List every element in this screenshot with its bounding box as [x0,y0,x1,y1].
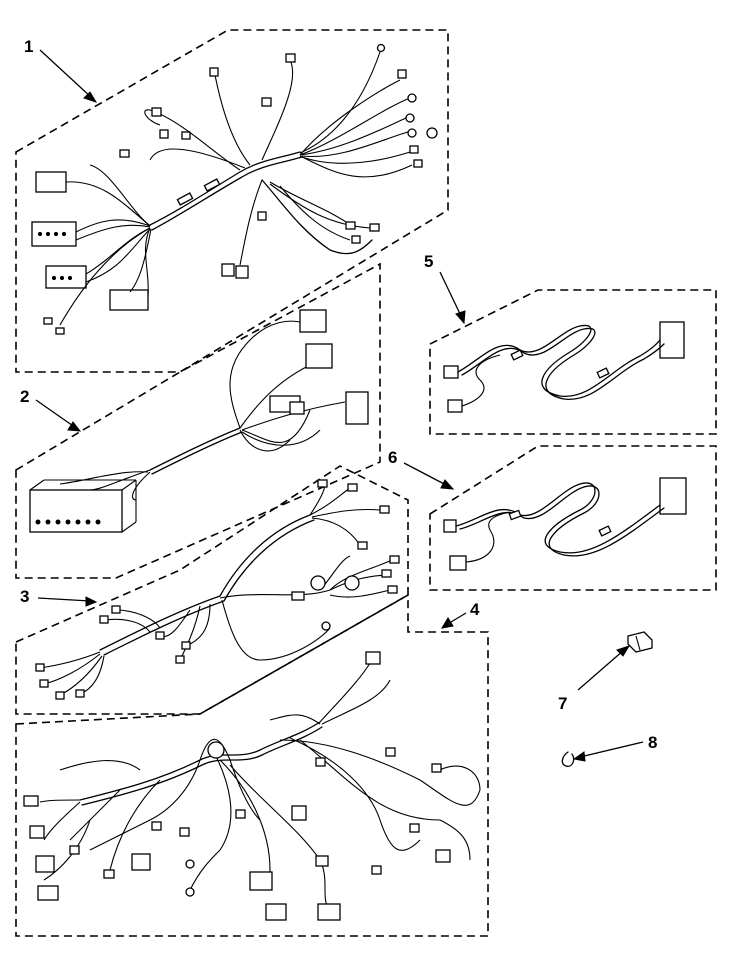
callout-2: 2 [20,387,82,432]
harness-part-6 [429,445,717,591]
part-7-clip [627,631,653,653]
callout-8-label: 8 [648,733,657,752]
callout-8: 8 [572,733,657,762]
callout-2-label: 2 [20,387,29,406]
harness-part-4 [15,593,489,937]
part-8-wire-hook [561,751,575,767]
callout-1: 1 [24,37,98,103]
callout-5-label: 5 [424,252,433,271]
callout-7-label: 7 [558,694,567,713]
harness-part-2 [15,262,381,579]
callout-4: 4 [441,600,480,629]
callout-1-label: 1 [24,37,33,56]
callout-4-label: 4 [470,600,480,619]
callout-6-label: 6 [388,448,397,467]
callout-3-label: 3 [20,587,29,606]
harness-part-3 [15,465,409,715]
callout-5: 5 [424,252,466,325]
callout-6: 6 [388,448,455,490]
harness-part-1 [15,29,449,373]
harness-part-5 [429,289,717,435]
callout-3: 3 [20,587,98,607]
callout-7: 7 [558,645,631,713]
